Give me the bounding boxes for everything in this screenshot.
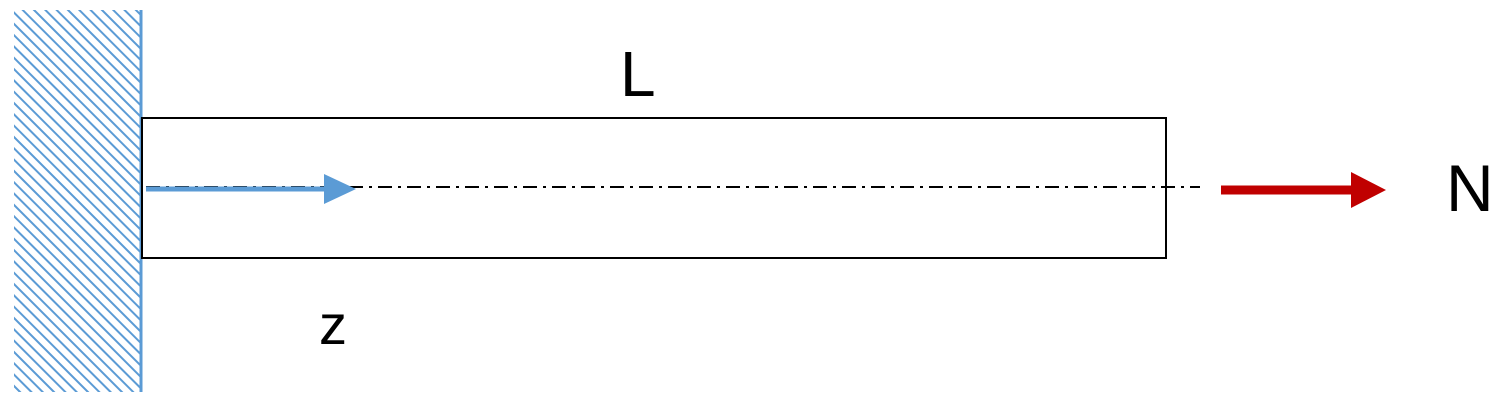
length-label: L <box>620 38 656 110</box>
wall-hatch <box>14 10 141 392</box>
z-axis-arrow <box>146 174 356 204</box>
fixed-support-wall <box>14 10 143 392</box>
force-arrow-head <box>1351 172 1386 208</box>
axial-force-label: N <box>1446 151 1494 225</box>
z-arrow-head <box>324 174 356 204</box>
z-coordinate-label: z <box>319 293 347 356</box>
axial-force-arrow <box>1221 172 1386 208</box>
